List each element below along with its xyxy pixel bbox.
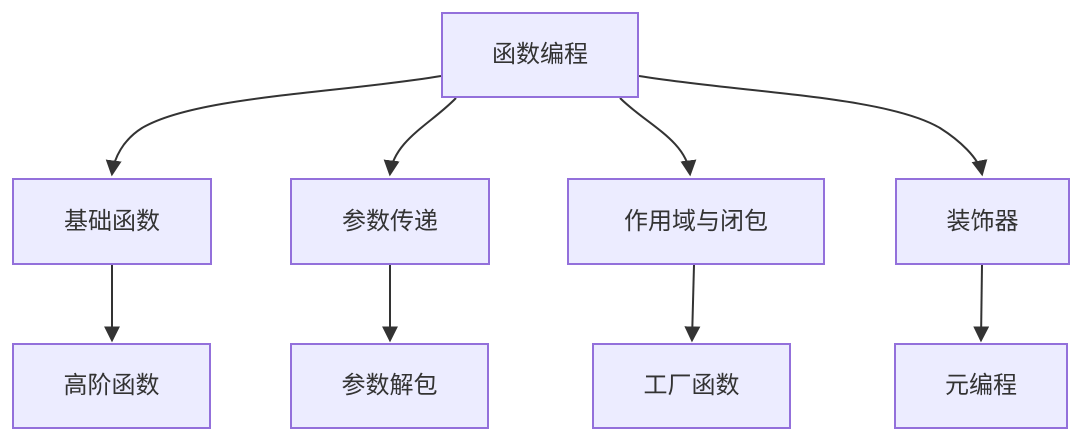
node-argument-unpacking: 参数解包 (290, 343, 489, 429)
node-basic-functions: 基础函数 (12, 178, 212, 265)
edge-scope-to-factory (684, 264, 701, 343)
node-higher-order-functions: 高阶函数 (12, 343, 211, 429)
node-decorators: 装饰器 (895, 178, 1070, 265)
node-scope-and-closures: 作用域与闭包 (567, 178, 825, 265)
node-function-programming: 函数编程 (441, 12, 639, 98)
edge-root-to-parameter-passing (383, 97, 457, 177)
node-metaprogramming: 元编程 (894, 343, 1068, 429)
edge-root-to-basic-functions (105, 75, 442, 177)
edge-decorators-to-metaprogramming (973, 264, 990, 343)
node-factory-functions: 工厂函数 (592, 343, 791, 429)
edge-root-to-decorators (638, 75, 988, 177)
edge-root-to-scope-and-closures (619, 97, 697, 177)
node-parameter-passing: 参数传递 (290, 178, 490, 265)
